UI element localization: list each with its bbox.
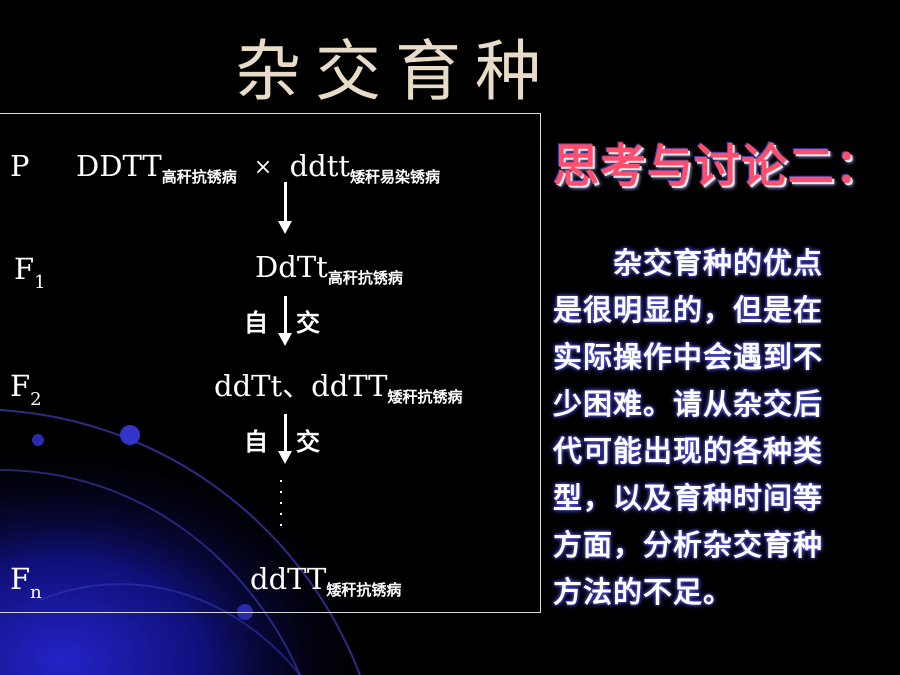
f2-genotype-row: ddTt、ddTT矮秆抗锈病 bbox=[214, 372, 463, 405]
cross-sign: × bbox=[253, 155, 273, 180]
fn-genotype-row: ddTT矮秆抗锈病 bbox=[250, 565, 401, 598]
discussion-title: 思考与讨论二： bbox=[553, 139, 882, 193]
selfing-label-right-1: 交 bbox=[296, 309, 320, 337]
parent2-trait: 矮秆易染锈病 bbox=[350, 168, 441, 186]
slide-title: 杂交育种 bbox=[235, 33, 555, 110]
continuation-dots bbox=[279, 480, 283, 535]
breeding-scheme-box bbox=[0, 113, 541, 613]
f1-trait: 高秆抗锈病 bbox=[327, 269, 403, 287]
f1-genotype: DdTt bbox=[255, 250, 328, 284]
p-label: P bbox=[10, 149, 30, 183]
cross-arrow bbox=[278, 182, 292, 234]
selfing-label-left-1: 自 bbox=[244, 309, 268, 337]
f1-genotype-row: DdTt高秆抗锈病 bbox=[255, 253, 403, 286]
question-line: 是很明显的，但是在 bbox=[553, 293, 824, 327]
selfing-label-left-2: 自 bbox=[244, 428, 268, 456]
parent1-genotype: DDTT bbox=[75, 149, 162, 183]
parent2-genotype: ddtt bbox=[289, 149, 351, 183]
selfing-arrow-2 bbox=[278, 414, 292, 464]
question-line: 型，以及育种时间等 bbox=[553, 481, 824, 515]
p-generation-row: P DDTT高秆抗锈病 × ddtt矮秆易染锈病 bbox=[10, 152, 440, 185]
f2-genotype: ddTt、ddTT bbox=[214, 369, 388, 403]
question-line: 方面，分析杂交育种 bbox=[553, 528, 824, 562]
question-line: 实际操作中会遇到不 bbox=[553, 340, 824, 374]
f2-trait: 矮秆抗锈病 bbox=[387, 388, 463, 406]
f2-label: F2 bbox=[10, 369, 42, 410]
fn-label: Fn bbox=[10, 562, 42, 603]
fn-genotype: ddTT bbox=[250, 562, 327, 596]
f1-label: F1 bbox=[14, 252, 46, 293]
question-line: 代可能出现的各种类 bbox=[553, 434, 824, 468]
question-line: 杂交育种的优点 bbox=[553, 246, 824, 280]
parent1-trait: 高秆抗锈病 bbox=[161, 168, 237, 186]
selfing-arrow-1 bbox=[278, 296, 292, 346]
question-line: 方法的不足。 bbox=[553, 575, 734, 609]
question-line: 少困难。请从杂交后 bbox=[553, 387, 824, 421]
discussion-question: 杂交育种的优点 是很明显的，但是在 实际操作中会遇到不 少困难。请从杂交后 代可… bbox=[553, 240, 893, 616]
selfing-label-right-2: 交 bbox=[296, 428, 320, 456]
fn-trait: 矮秆抗锈病 bbox=[326, 581, 402, 599]
